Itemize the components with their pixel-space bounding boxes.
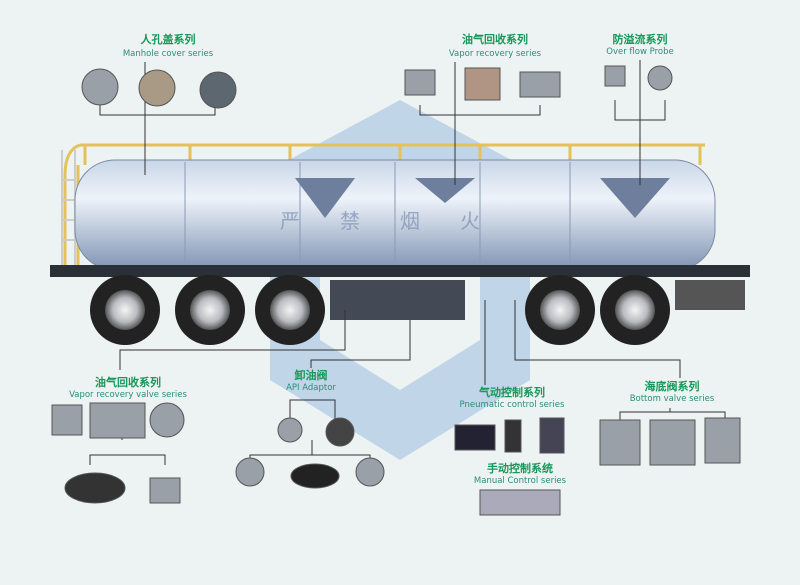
railing <box>63 143 705 265</box>
api-zh: 卸油阀 <box>294 369 328 382</box>
bottom-zh: 海底阀系列 <box>644 380 700 393</box>
wheels <box>90 275 670 345</box>
manhole-en: Manhole cover series <box>122 49 214 59</box>
api-en: API Adaptor <box>286 383 336 393</box>
vapor-valve-en: Vapor recovery valve series <box>69 390 187 400</box>
product-images <box>51 65 741 516</box>
vapor-recovery-zh: 油气回收系列 <box>461 33 528 46</box>
overflow-en: Over flow Probe <box>606 47 674 57</box>
manual-en: Manual Control series <box>473 476 567 486</box>
pneumatic-zh: 气动控制系列 <box>478 386 545 399</box>
manhole-wells <box>295 178 670 218</box>
manhole-cover-label: 人孔盖系列 Manhole cover series <box>123 31 213 59</box>
manual-zh: 手动控制系统 <box>486 462 553 475</box>
no-smoking-watermark: 严禁烟火 <box>280 209 520 233</box>
bottom-en: Bottom valve series <box>629 394 715 404</box>
valve-box <box>330 280 465 320</box>
vapor-valve-zh: 油气回收系列 <box>94 376 161 389</box>
vapor-recovery-en: Vapor recovery series <box>448 49 542 59</box>
rear-bumper <box>675 280 745 310</box>
overflow-zh: 防溢流系列 <box>612 33 668 46</box>
connector-lines <box>89 60 726 465</box>
vapor-recovery-label: 油气回收系列 Vapor recovery series <box>449 31 541 59</box>
pneumatic-en: Pneumatic control series <box>459 400 565 410</box>
chassis <box>50 265 750 277</box>
manhole-zh: 人孔盖系列 <box>140 33 196 46</box>
